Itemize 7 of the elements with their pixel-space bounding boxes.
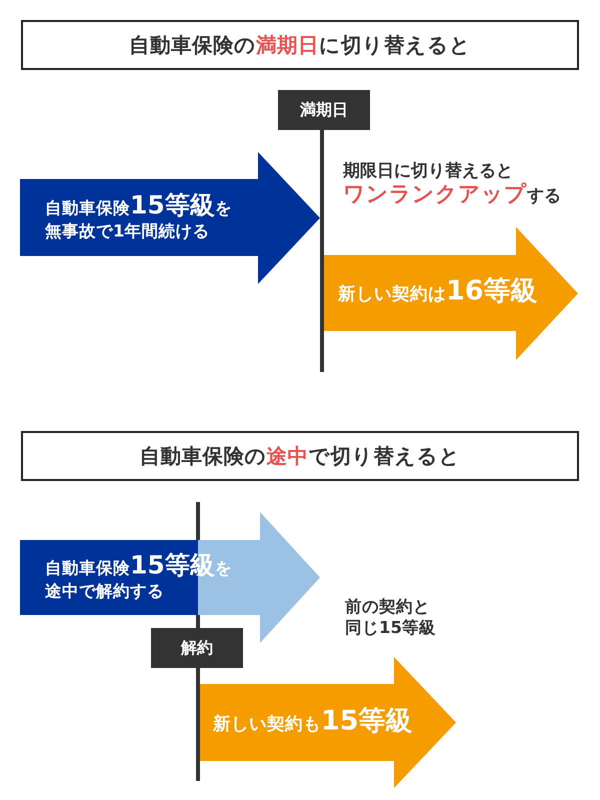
heading-box: 自動車保険の途中で切り替えると: [21, 431, 579, 481]
note-text: 前の契約と同じ15等級: [345, 596, 437, 638]
heading-box: 自動車保険の満期日に切り替えると: [21, 20, 579, 70]
label-tag: 解約: [151, 628, 243, 668]
label-tag: 満期日: [278, 90, 370, 130]
arrow-text: 自動車保険15等級を無事故で1年間続ける: [45, 193, 233, 242]
note-text: 期限日に切り替えるとワンランクアップする: [343, 160, 562, 208]
